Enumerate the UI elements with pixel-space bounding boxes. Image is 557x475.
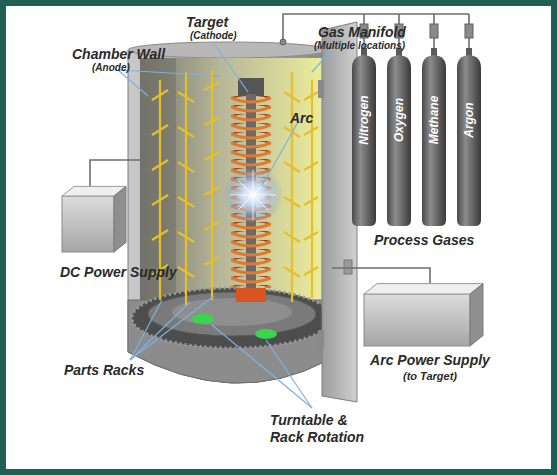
supply-name: Arc Power Supply <box>370 352 490 368</box>
part-note: (Anode) <box>92 62 130 73</box>
gas-cylinder-node: Nitrogen <box>352 48 376 226</box>
cylinder-valve <box>466 48 472 56</box>
gas-cylinder-node: Oxygen <box>387 48 411 226</box>
box-front <box>62 196 114 252</box>
gas-name: Oxygen <box>392 98 406 142</box>
part-label: Arc <box>290 110 313 126</box>
box-front <box>364 294 470 346</box>
parts-racks <box>152 70 318 305</box>
leader-lines <box>118 45 330 408</box>
box-side <box>470 284 483 346</box>
supply-name: DC Power Supply <box>60 264 177 280</box>
part-label: Chamber Wall <box>72 46 165 62</box>
part-label: Target <box>186 14 228 30</box>
cylinder-body <box>352 55 376 226</box>
gas-name: Argon <box>462 102 476 137</box>
supply-note: (to Target) <box>403 370 457 382</box>
gas-name: Nitrogen <box>357 95 371 144</box>
gas-name: Methane <box>427 96 441 145</box>
box-top <box>364 284 483 294</box>
cylinder-body <box>457 55 481 226</box>
power-supply-node: DC Power Supply <box>42 182 212 284</box>
part-label: Rack Rotation <box>270 429 364 445</box>
cylinder-body <box>387 55 411 226</box>
part-label: Parts Racks <box>64 362 144 378</box>
part-note: (Multiple locations) <box>314 40 405 51</box>
gas-cylinder-node: Argon <box>457 48 481 226</box>
part-label: Gas Manifold <box>318 24 406 40</box>
cylinder-valve <box>431 48 437 56</box>
chamber-door <box>318 22 357 402</box>
group-label: Process Gases <box>374 232 474 248</box>
turntable <box>132 288 332 348</box>
box-side <box>114 186 126 252</box>
gas-cylinder-node: Methane <box>422 48 446 226</box>
part-note: (Cathode) <box>190 30 237 41</box>
arc-glow <box>223 165 283 225</box>
part-label: Turntable & <box>270 412 348 428</box>
power-supply-node: Arc Power Supply (to Target) <box>350 280 510 395</box>
cylinder-body <box>422 55 446 226</box>
